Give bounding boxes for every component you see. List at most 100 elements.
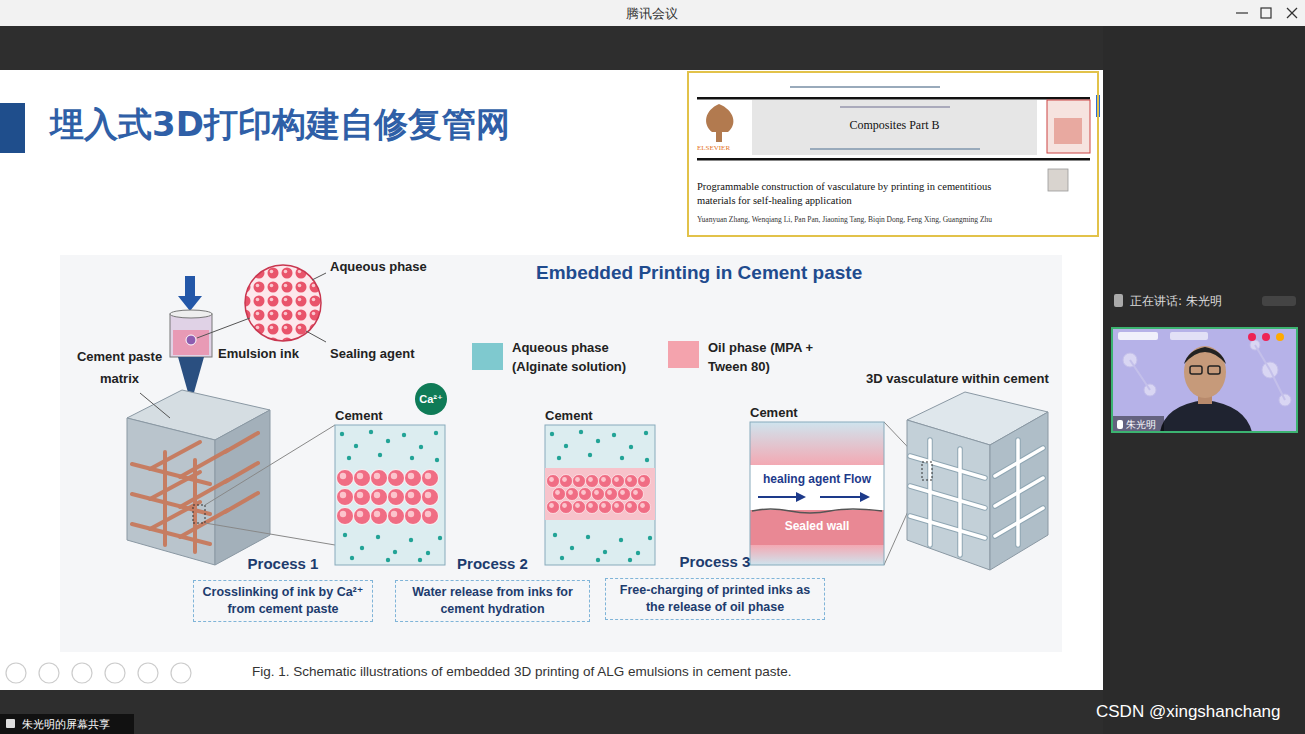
cement-panel-3-art: [750, 465, 884, 510]
cement-panel-2-art: [545, 425, 655, 565]
cement-panel-2-art: [550, 432, 554, 436]
ion-circle: Ca²⁺: [415, 383, 447, 415]
cement-cube: [180, 480, 228, 507]
cement-panel-2-art: [625, 501, 638, 514]
cement-panel-2-art: [638, 501, 651, 514]
slide-toolbar: [6, 663, 26, 683]
vasculature-cube: [907, 392, 1048, 570]
paper-thumbnail: [1048, 169, 1068, 191]
part-label: Emulsion ink: [218, 346, 299, 361]
cement-panel-2-art: [628, 558, 632, 562]
cement-panel-1-art: [354, 444, 358, 448]
paper-thumbnail: [840, 106, 950, 108]
node-heading: Process 3: [606, 553, 824, 570]
cement-panel-1-art: [340, 432, 344, 436]
watermark: CSDN @xingshanchang: [1096, 702, 1281, 722]
cement-panel-2-art: [550, 430, 652, 562]
print-nozzle: [186, 335, 196, 345]
paper-thumbnail: [752, 100, 1037, 155]
cement-panel-2-art: [573, 501, 586, 514]
speaker-video: [1190, 366, 1202, 374]
speaker-video: [1184, 346, 1226, 398]
cement-cube: [150, 442, 200, 469]
legend-text: Oil phase (MPA + Tween 80): [708, 339, 840, 377]
print-nozzle: [178, 296, 202, 311]
cement-panel-2-art: [603, 550, 607, 554]
cement-panel-2-art: [625, 475, 638, 488]
window-chrome: [0, 690, 1103, 734]
emulsion-droplet-view: [312, 273, 326, 280]
vasculature-cube: [907, 420, 990, 570]
process-box: Process 3Free-charging of printed inks a…: [605, 578, 825, 620]
cement-panel-3-art: [750, 422, 884, 565]
cement-panel-2-art: [586, 535, 590, 539]
cement-panel-2-art: [570, 546, 574, 550]
vasculature-cube: [910, 440, 1043, 555]
speaker-video: [1117, 420, 1123, 429]
cement-panel-1-art: [354, 508, 371, 525]
print-nozzle: [170, 314, 212, 357]
emulsion-droplet-view: [140, 393, 170, 418]
cement-panel-2-art: [645, 458, 649, 462]
vasculature-cube: [910, 516, 985, 538]
cement-panel-1-art: [434, 431, 438, 435]
cement-panel-1-art: [438, 536, 442, 540]
node-heading: Composites Part B: [752, 118, 1037, 133]
cement-panel-2-art: [596, 558, 600, 562]
cement-panel-3-art: [796, 492, 806, 502]
cement-panel-2-art: [553, 488, 566, 501]
cement-panel: Cement: [545, 425, 655, 565]
speaker-video: [1276, 333, 1284, 341]
cement-panel-2-art: [560, 475, 573, 488]
participant-name: 朱光明: [1126, 418, 1156, 432]
node-text: Yuanyuan Zhang, Wenqiang Li, Pan Pan, Ji…: [697, 215, 1032, 226]
cement-panel-2-art: [560, 556, 564, 560]
print-nozzle: [170, 310, 212, 318]
cement-panel-1-art: [386, 558, 390, 562]
speaker-video: [1270, 370, 1285, 400]
window-title: 腾讯会议: [612, 5, 692, 23]
cement-cube: [127, 418, 215, 565]
slide-toolbar: [6, 663, 191, 683]
cement-panel-2-art: [596, 439, 600, 443]
cement-panel-2-art: [579, 488, 592, 501]
paper-thumbnail: [1054, 118, 1082, 144]
cement-panel-2-art: [557, 456, 561, 460]
vasculature-cube: [910, 440, 1043, 555]
cement-panel-2-art: [564, 444, 568, 448]
cement-panel-1-art: [371, 508, 388, 525]
process-box: Process 2Water release from inks for cem…: [395, 580, 590, 622]
cement-panel-1-art: [388, 508, 405, 525]
legend-swatch: [668, 341, 699, 368]
cement-panel-1-art: [335, 425, 445, 565]
cement-panel-1-art: [347, 456, 351, 460]
window-chrome: [0, 0, 1305, 26]
speaker-video: [1112, 294, 1297, 432]
cement-panel-2-art: [644, 431, 648, 435]
cement-panel-2-art: [592, 488, 605, 501]
node-heading: Cement: [335, 408, 383, 423]
paper-thumbnail: [1047, 100, 1090, 153]
cement-cube: [215, 410, 270, 565]
cement-cube: [180, 510, 228, 537]
cement-panel-1-art: [388, 489, 405, 506]
cement-panel-2-art: [566, 488, 579, 501]
cement-panel-1-art: [410, 456, 414, 460]
figure-caption: Fig. 1. Schematic illustrations of embed…: [252, 664, 792, 679]
cement-panel-3-art: [860, 492, 870, 502]
vasculature-cube: [990, 412, 1048, 570]
cement-cube: [193, 460, 197, 552]
window-chrome: [1103, 26, 1305, 734]
cement-panel-2-art: [631, 488, 644, 501]
window-chrome: [6, 719, 15, 728]
speaker-video: [1112, 328, 1297, 432]
emulsion-droplet-view: [197, 318, 250, 338]
vasculature-cube: [922, 462, 932, 480]
node-heading: Cement: [750, 405, 798, 420]
cement-cube: [163, 452, 167, 545]
emulsion-droplet-view: [306, 331, 326, 342]
cement-panel-2-art: [612, 501, 625, 514]
publisher-logo-text: ELSEVIER: [697, 144, 730, 152]
speaker-video: [1130, 345, 1285, 400]
